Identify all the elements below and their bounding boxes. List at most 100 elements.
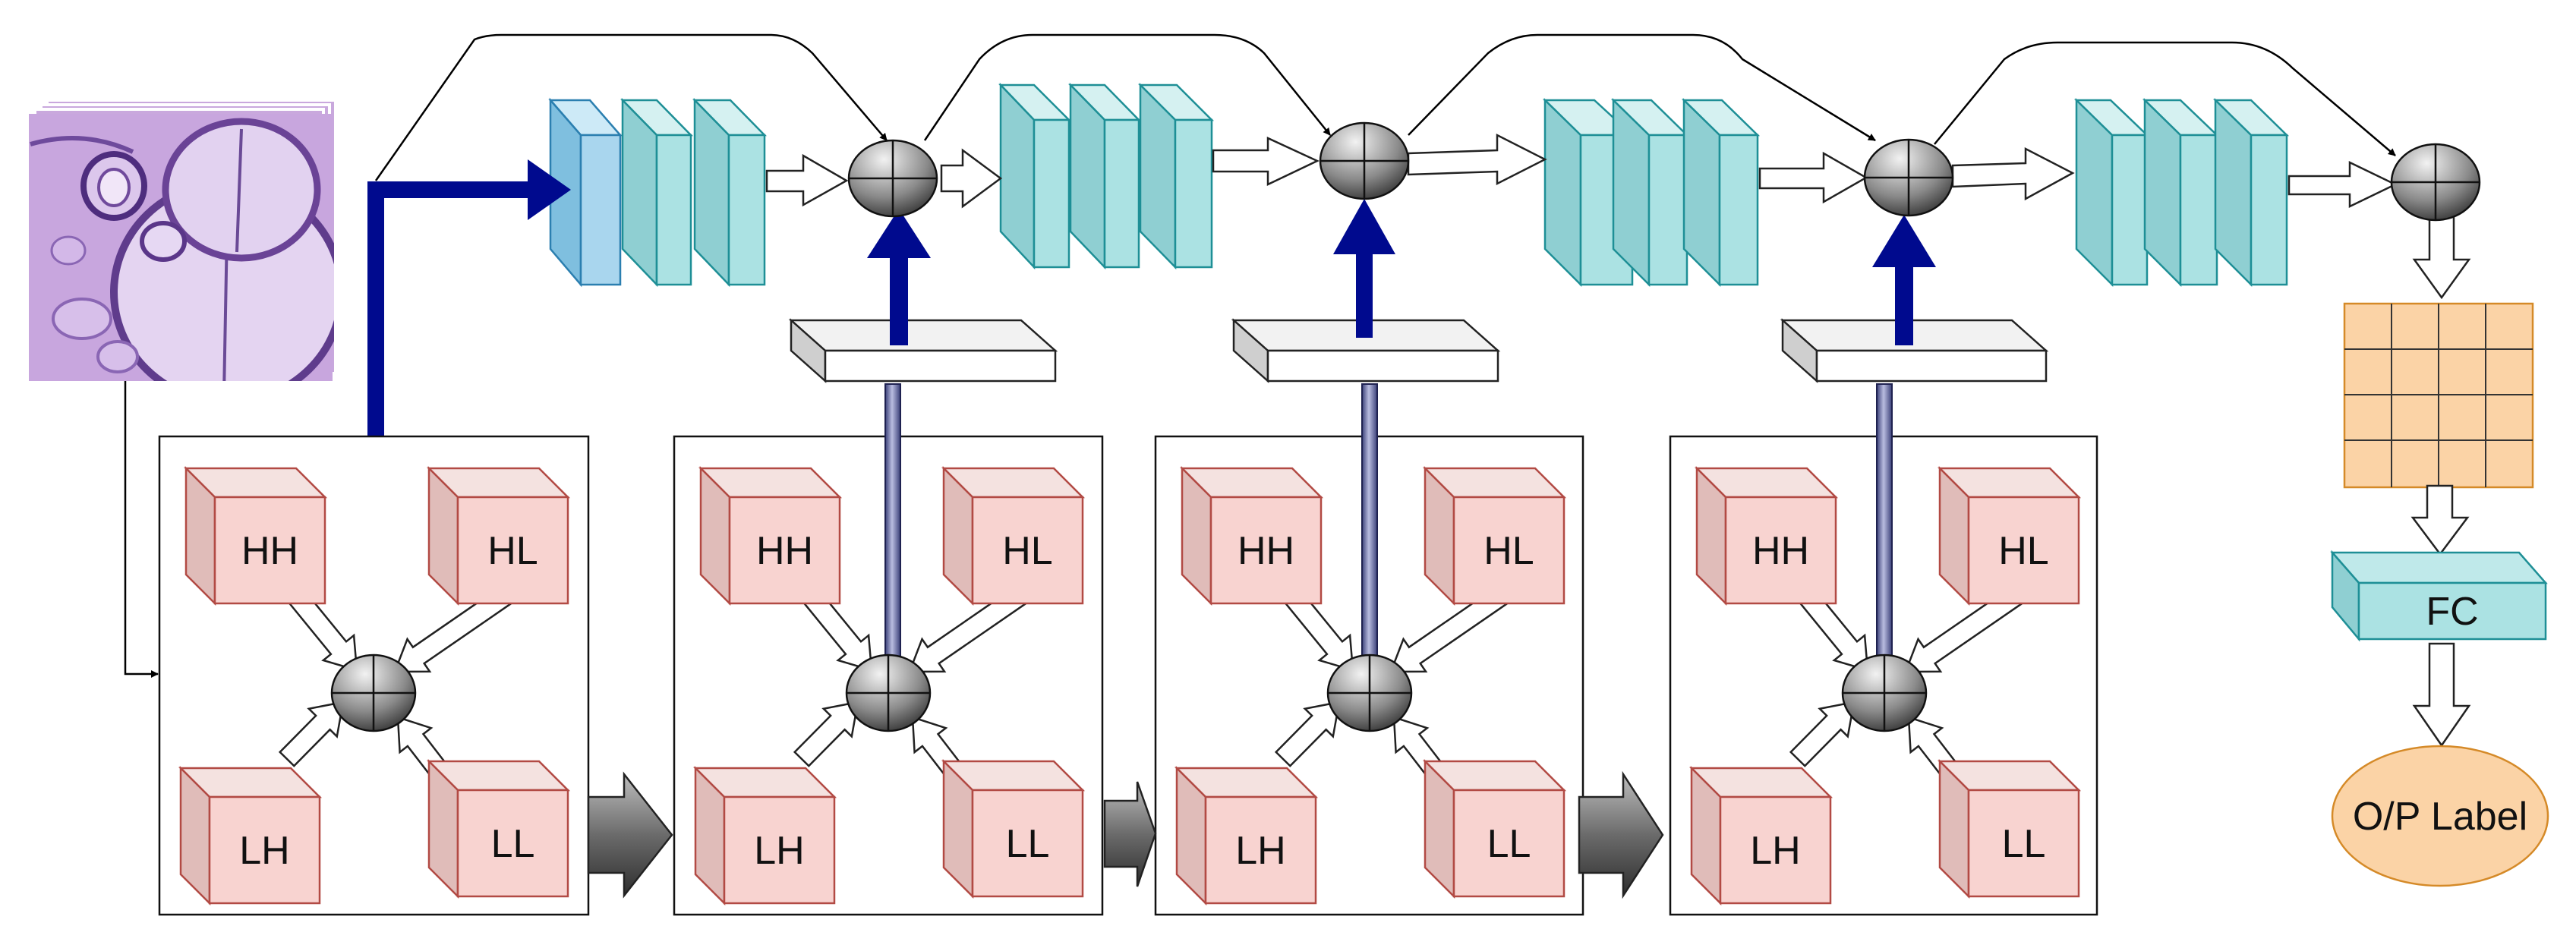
input-image-stack <box>29 99 337 384</box>
hollow-arrow <box>940 148 1003 209</box>
summation-node <box>1841 654 1928 732</box>
subband-cube: LL <box>1937 758 2082 899</box>
summation-nodes <box>330 121 2481 732</box>
summation-node <box>2390 143 2481 222</box>
hollow-arrow <box>1274 701 1341 767</box>
subband-label: HL <box>1998 529 2048 573</box>
feature-map-grid <box>2343 302 2534 489</box>
subband-cube: LL <box>426 758 571 899</box>
conv-layer <box>620 97 693 288</box>
summation-node <box>847 139 938 218</box>
hollow-arrow-down <box>2412 642 2471 748</box>
subband-label: LL <box>491 822 535 866</box>
subband-cube: LL <box>1422 758 1567 899</box>
input-connector-line <box>124 381 159 678</box>
subband-label: HH <box>756 529 813 573</box>
gray-arrow <box>1578 770 1664 899</box>
subband-label: LH <box>1750 829 1800 873</box>
subband-cube: LH <box>692 765 837 906</box>
conv-layer <box>2073 98 2150 288</box>
gray-arrow <box>587 771 673 899</box>
conv-stage-2 <box>998 82 1215 270</box>
downsample-arrows <box>587 770 1664 899</box>
blue-up-arrow <box>1333 199 1395 338</box>
hollow-arrow <box>802 588 873 672</box>
hollow-arrow-down <box>2412 213 2471 300</box>
skip-curve-3 <box>1408 33 1876 142</box>
hollow-arrow <box>278 701 345 767</box>
subband-cube: LH <box>178 765 323 906</box>
conv-layer <box>2212 98 2290 288</box>
conv-layer <box>1681 98 1761 288</box>
hollow-arrow <box>1212 137 1320 186</box>
residual-skip-curves <box>374 33 2396 181</box>
subband-cube: HL <box>426 465 571 606</box>
subband-cube: HL <box>1422 465 1567 606</box>
output-node: O/P Label <box>2331 745 2549 887</box>
skip-curve-2 <box>923 33 1331 141</box>
pooling-slab-1 <box>788 318 1058 383</box>
stem <box>1876 383 1893 696</box>
summation-node <box>1326 654 1413 732</box>
subband-label: LH <box>239 829 289 873</box>
subband-cube: HH <box>698 465 843 606</box>
subband-label: LL <box>1006 822 1050 866</box>
output-label: O/P Label <box>2353 795 2527 839</box>
histology-image <box>29 114 334 381</box>
subband-label: HL <box>1002 529 1052 573</box>
hollow-arrow <box>287 588 358 672</box>
conv-layer <box>1137 82 1215 270</box>
subband-label: LH <box>1235 829 1285 873</box>
hollow-arrow <box>1798 588 1869 672</box>
subband-cube: HL <box>941 465 1086 606</box>
subband-label: HH <box>1752 529 1809 573</box>
hollow-arrow <box>1789 701 1856 767</box>
blue-skip-arrowhead <box>528 159 571 220</box>
conv-stage-3 <box>1542 98 1761 288</box>
subband-merge-arrows <box>1789 586 2023 778</box>
skip-curve-4 <box>1934 41 2396 156</box>
hollow-arrow <box>1758 151 1868 204</box>
subband-cube: HH <box>1694 465 1839 606</box>
hollow-arrow <box>765 153 849 207</box>
summation-node <box>330 654 417 732</box>
subband-cube: HL <box>1937 465 2082 606</box>
conv-layer <box>692 97 767 288</box>
conv-stage-4 <box>2073 98 2290 288</box>
subband-cube: LH <box>1174 765 1319 906</box>
subband-label: HH <box>241 529 298 573</box>
subband-label: HH <box>1238 529 1294 573</box>
wavelet-block-3: HH HL LH LL <box>1154 435 1584 916</box>
subband-label: HL <box>1483 529 1534 573</box>
stem <box>884 383 901 696</box>
conv-layer <box>1068 82 1141 270</box>
skip-curve-1 <box>374 33 888 181</box>
subband-merge-arrows <box>278 586 512 778</box>
hollow-arrow <box>1951 146 2075 201</box>
gray-arrow <box>1103 781 1157 887</box>
hollow-arrow <box>793 701 859 767</box>
summation-node <box>1863 138 1954 217</box>
hollow-arrow <box>2288 161 2398 208</box>
subband-label: LL <box>2002 822 2046 866</box>
hollow-arrow-down <box>2410 484 2470 556</box>
vertical-stems <box>884 383 1893 696</box>
fc-layer: FC <box>2330 550 2548 642</box>
conv-layer <box>2142 98 2220 288</box>
stem <box>1361 383 1378 696</box>
subband-label: HL <box>487 529 538 573</box>
summation-node <box>1319 121 1410 200</box>
conv-stage-1 <box>548 97 767 288</box>
subband-label: LH <box>754 829 804 873</box>
subband-cube: HH <box>1179 465 1324 606</box>
hollow-arrow <box>1407 133 1547 186</box>
conv-layer <box>998 82 1072 270</box>
blue-up-arrow <box>1872 215 1936 345</box>
blue-up-arrow <box>867 209 931 345</box>
hollow-arrow <box>1283 588 1354 672</box>
conv-layer <box>1610 98 1690 288</box>
injection-arrows <box>867 199 1936 345</box>
pooling-slab-3 <box>1780 318 2049 383</box>
